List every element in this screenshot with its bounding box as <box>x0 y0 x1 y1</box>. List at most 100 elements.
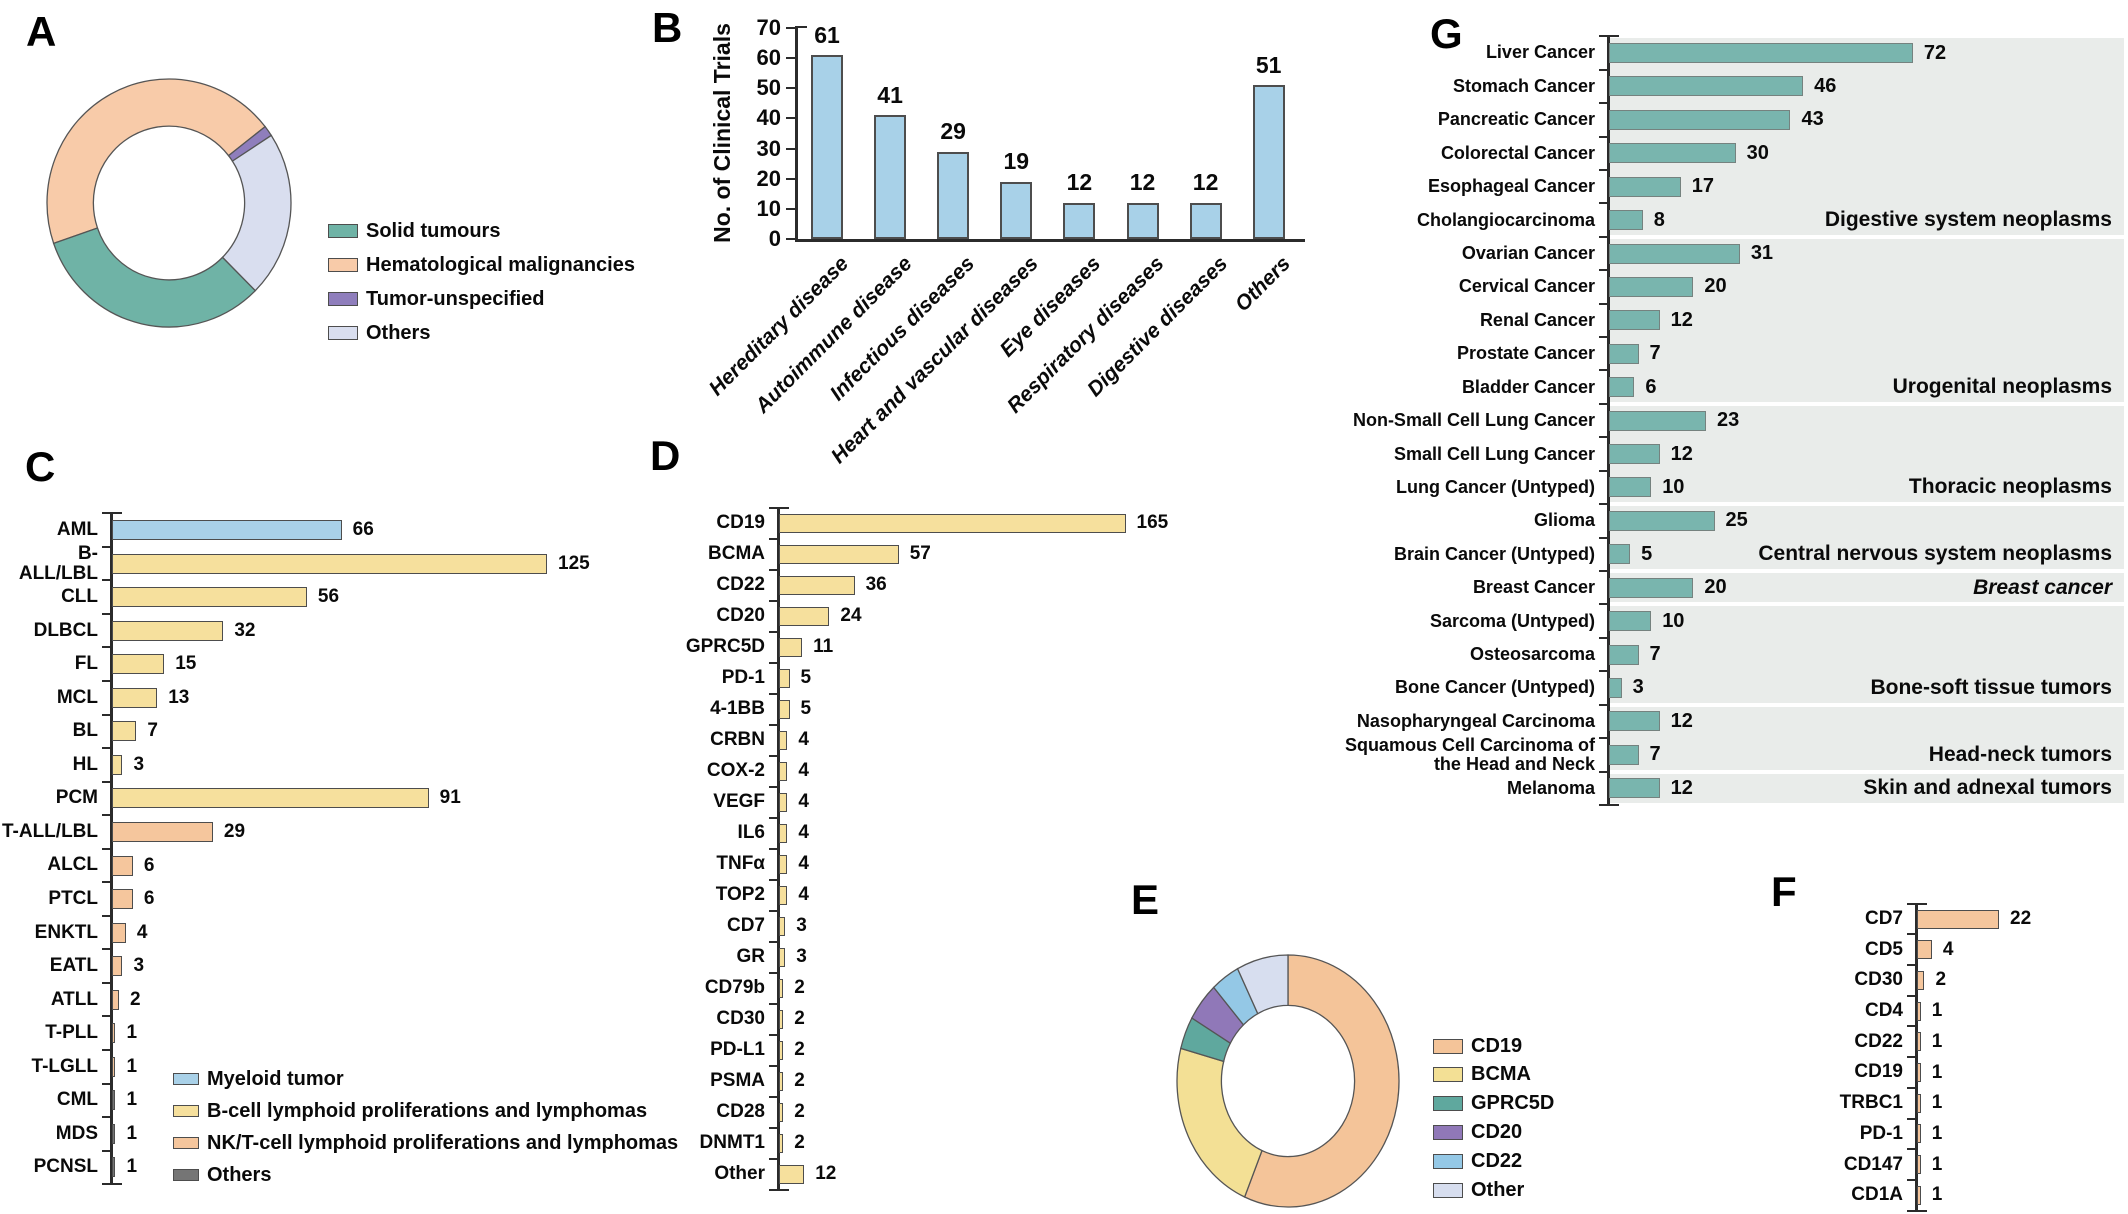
bar <box>779 978 784 998</box>
value-label: 7 <box>1649 643 1661 666</box>
value-label: 31 <box>1750 242 1774 265</box>
y-axis <box>795 26 798 241</box>
axis-tick <box>1599 235 1607 238</box>
category-label: PCNSL <box>33 1156 98 1178</box>
y-axis <box>1607 35 1610 806</box>
legend-swatch <box>1433 1096 1463 1112</box>
group-label: Breast cancer <box>1973 575 2112 599</box>
legend-label: Tumor-unspecified <box>366 287 545 310</box>
value-label: 3 <box>133 955 145 977</box>
axis-tick <box>102 545 110 548</box>
bar <box>1609 276 1694 297</box>
y-tick-label: 30 <box>756 135 781 161</box>
donut-segment-other <box>1236 954 1289 1015</box>
category-label: ALCL <box>47 854 98 876</box>
bar <box>779 947 786 967</box>
value-label: 7 <box>1649 743 1661 766</box>
value-label: 165 <box>1136 512 1169 533</box>
axis-tick <box>769 1157 777 1160</box>
bar <box>1609 477 1652 498</box>
bar <box>779 606 830 626</box>
axis-tick <box>102 1149 110 1152</box>
bar <box>112 922 126 943</box>
y-axis <box>777 506 780 1191</box>
category-label: CD79b <box>704 977 765 998</box>
y-tick-label: 50 <box>756 75 781 101</box>
category-label: CD7 <box>726 915 765 936</box>
category-label: COX-2 <box>706 760 765 781</box>
axis-tick <box>1907 964 1915 967</box>
value-label: 2 <box>129 988 141 1010</box>
value-label: 43 <box>1801 108 1824 131</box>
value-label: 13 <box>168 686 190 708</box>
bar <box>1917 1155 1921 1175</box>
category-label: MDS <box>55 1122 98 1144</box>
category-label: CD30 <box>1854 969 1903 991</box>
value-label: 19 <box>1003 148 1030 175</box>
value-label: 4 <box>798 884 809 905</box>
value-label: 1 <box>126 1089 138 1111</box>
value-label: 1 <box>1931 1030 1943 1052</box>
axis-tick <box>1907 1148 1915 1151</box>
y-axis-tick <box>786 238 795 240</box>
legend-label: Hematological malignancies <box>366 253 635 276</box>
value-label: 2 <box>794 1101 805 1122</box>
legend-label: BCMA <box>1471 1063 1531 1086</box>
bar <box>1917 1185 1921 1205</box>
value-label: 5 <box>800 667 812 688</box>
legend-swatch <box>328 258 358 272</box>
axis-cap <box>110 1183 122 1186</box>
category-label: Esophageal Cancer <box>1427 176 1595 197</box>
donut-segment-cd22 <box>1212 967 1259 1026</box>
bar <box>1609 577 1694 598</box>
category-label: ATLL <box>50 988 98 1010</box>
bar <box>779 1133 784 1153</box>
bar <box>779 1164 805 1184</box>
category-label: DLBCL <box>33 619 98 641</box>
y-axis-tick <box>786 27 795 30</box>
bar <box>1063 202 1096 239</box>
bar <box>1609 243 1740 264</box>
value-label: 66 <box>352 519 374 540</box>
category-label: Non-Small Cell Lung Cancer <box>1352 410 1595 431</box>
axis-tick <box>769 847 777 850</box>
category-label: TOP2 <box>715 884 765 905</box>
bar <box>112 821 213 842</box>
bar <box>779 885 788 905</box>
axis-cap <box>110 512 122 515</box>
x-tick-label: Others <box>1230 252 1295 317</box>
axis-tick <box>769 1095 777 1098</box>
value-label: 32 <box>234 619 256 641</box>
bar <box>112 956 123 977</box>
donut-segment-hematological-malignancies <box>46 78 267 245</box>
category-label: DNMT1 <box>699 1132 765 1153</box>
value-label: 20 <box>1704 275 1727 298</box>
value-label: 3 <box>796 946 807 967</box>
legend-label: Solid tumours <box>366 219 501 242</box>
bar <box>112 1123 116 1144</box>
category-label: HL <box>72 753 98 775</box>
category-label: Ovarian Cancer <box>1461 243 1595 263</box>
value-label: 72 <box>1923 41 1947 64</box>
axis-tick <box>1599 703 1607 706</box>
value-label: 12 <box>1192 169 1219 196</box>
bar <box>1609 711 1660 732</box>
value-label: 8 <box>1653 208 1665 231</box>
y-axis-tick <box>786 57 795 60</box>
legend-label: Others <box>207 1163 272 1186</box>
legend-swatch <box>328 224 358 238</box>
axis-cap <box>777 1188 789 1191</box>
y-axis-tick <box>786 177 795 180</box>
legend-swatch <box>328 326 358 340</box>
value-label: 1 <box>1931 1092 1943 1114</box>
axis-tick <box>1599 670 1607 673</box>
category-label: Melanoma <box>1506 777 1595 798</box>
y-axis-tick <box>786 87 795 90</box>
group-label: Thoracic neoplasms <box>1908 475 2112 499</box>
legend-swatch <box>173 1169 199 1181</box>
bar <box>1609 377 1635 398</box>
axis-tick <box>1599 168 1607 171</box>
y-tick-label: 70 <box>756 15 781 41</box>
axis-cap <box>1915 1209 1927 1212</box>
